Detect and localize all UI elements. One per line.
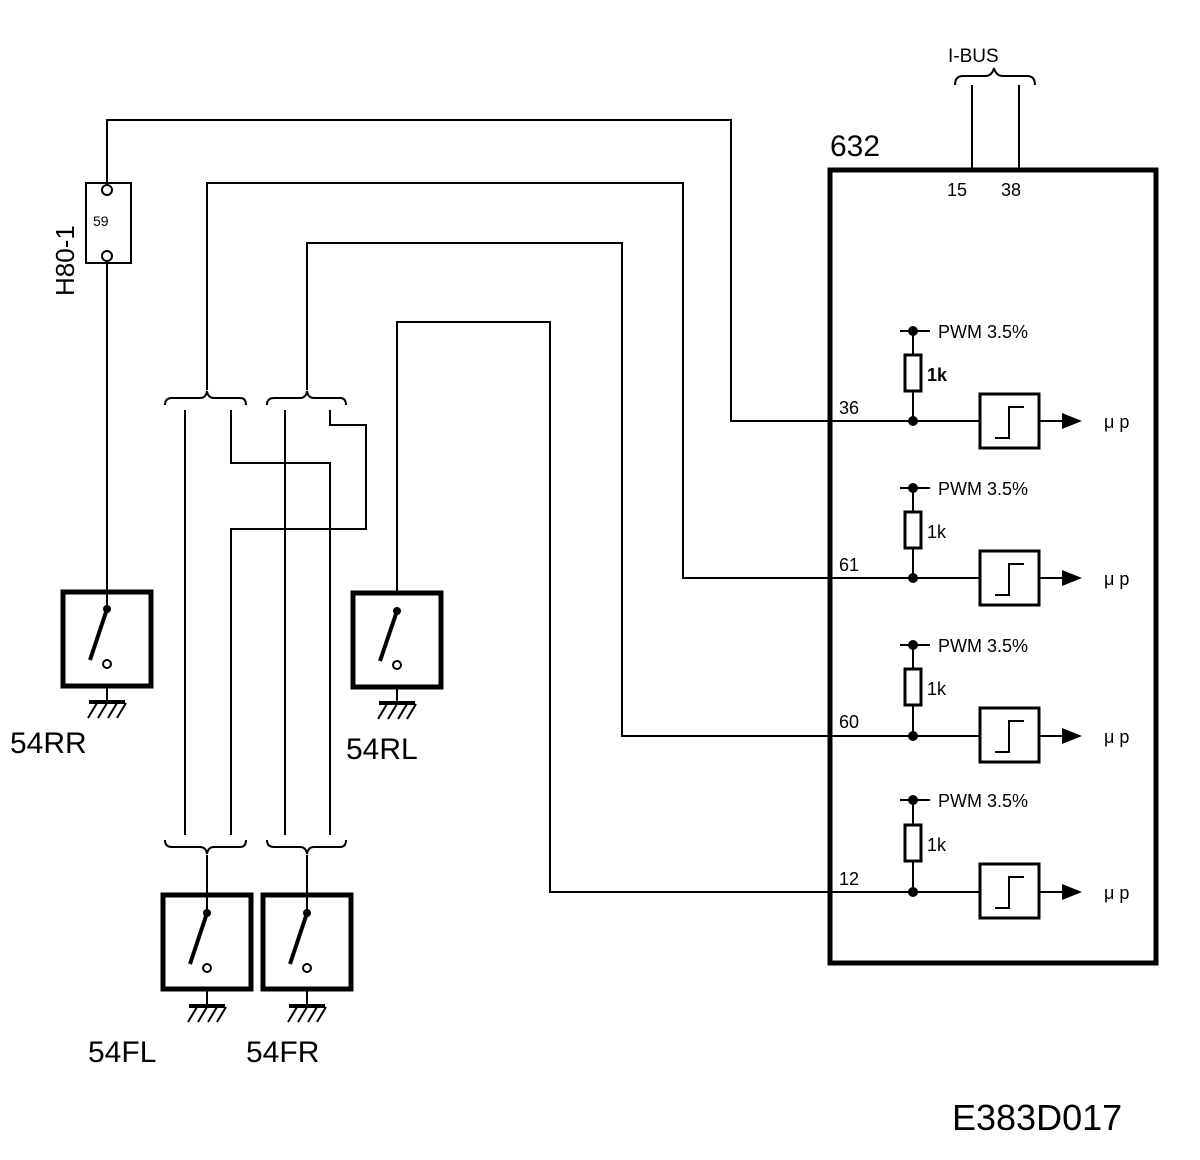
schmitt-trigger-icon xyxy=(995,876,1024,909)
ground-icon xyxy=(187,989,227,1023)
switch-contact xyxy=(188,912,209,965)
channel-12: PWM 3.5% 1k 12 μ p xyxy=(830,791,1129,920)
harness-line xyxy=(230,410,331,835)
resistor xyxy=(903,510,923,550)
resistor-label: 1k xyxy=(927,679,947,699)
upper-brace-right xyxy=(266,390,347,406)
connector-body xyxy=(85,182,132,264)
pwm-label: PWM 3.5% xyxy=(938,791,1028,811)
arrow-icon xyxy=(1062,728,1082,744)
connector-terminal xyxy=(101,184,113,196)
output-label: μ p xyxy=(1104,412,1129,432)
switch-contact xyxy=(288,912,309,965)
switch-54rr: 54RR xyxy=(10,589,154,760)
ibus-group: I-BUS xyxy=(948,46,1036,170)
resistor-label: 1k xyxy=(927,365,948,385)
resistor xyxy=(903,667,923,707)
ground-icon xyxy=(377,687,417,720)
wire-pin-61 xyxy=(206,182,830,579)
connector-terminal xyxy=(101,250,113,262)
ground-icon xyxy=(287,989,327,1023)
module-632: 632 15 38 PWM 3.5% 1k 36 μ p PWM 3.5% xyxy=(827,130,1159,966)
module-id: 632 xyxy=(830,130,880,163)
ibus-pin-38: 38 xyxy=(1001,180,1021,200)
wire-pin-12 xyxy=(396,321,830,893)
resistor xyxy=(903,823,923,863)
wire-pin-36 xyxy=(106,119,830,422)
pwm-label: PWM 3.5% xyxy=(938,322,1028,342)
lower-brace-right xyxy=(266,839,347,855)
switch-label: 54FL xyxy=(88,1036,156,1069)
lower-brace-left xyxy=(164,839,247,855)
arrow-icon xyxy=(1062,884,1082,900)
switch-label: 54FR xyxy=(246,1036,319,1069)
channel-61: PWM 3.5% 1k 61 μ p xyxy=(830,479,1129,607)
switch-54rl: 54RL xyxy=(346,590,444,766)
resistor-label: 1k xyxy=(927,522,947,542)
pin-label: 61 xyxy=(839,555,859,575)
pwm-label: PWM 3.5% xyxy=(938,636,1028,656)
channel-60: PWM 3.5% 1k 60 μ p xyxy=(830,636,1129,764)
output-label: μ p xyxy=(1104,727,1129,747)
arrow-icon xyxy=(1062,413,1082,429)
switch-terminal xyxy=(392,660,402,670)
switch-label: 54RL xyxy=(346,733,418,766)
ibus-pin-15: 15 xyxy=(947,180,967,200)
ibus-brace xyxy=(954,67,1036,86)
connector-pin: 59 xyxy=(93,213,109,229)
connector-id: H80-1 xyxy=(50,225,80,296)
wire-pin-60 xyxy=(306,242,830,737)
pin-label: 12 xyxy=(839,869,859,889)
output-label: μ p xyxy=(1104,569,1129,589)
figure-code: E383D017 xyxy=(952,1097,1122,1138)
switch-terminal xyxy=(102,659,112,669)
switch-54fr: 54FR xyxy=(246,892,354,1069)
arrow-icon xyxy=(1062,570,1082,586)
connector-h80-1: 59 H80-1 xyxy=(50,182,132,296)
output-label: μ p xyxy=(1104,883,1129,903)
module-box xyxy=(827,167,1159,966)
pin-label: 60 xyxy=(839,712,859,732)
upper-brace-left xyxy=(164,390,247,406)
ibus-label: I-BUS xyxy=(948,46,999,67)
schmitt-trigger-icon xyxy=(995,406,1024,439)
switch-contact xyxy=(88,608,109,661)
harness-line xyxy=(230,410,367,835)
schmitt-trigger-icon xyxy=(995,563,1024,596)
harness-wires xyxy=(106,119,830,912)
pwm-label: PWM 3.5% xyxy=(938,479,1028,499)
schmitt-trigger-icon xyxy=(995,720,1024,753)
ground-icon xyxy=(87,686,127,719)
switch-54fl: 54FL xyxy=(88,892,254,1069)
switch-contact xyxy=(378,610,399,662)
switch-label: 54RR xyxy=(10,727,87,760)
pin-label: 36 xyxy=(839,398,859,418)
channel-36: PWM 3.5% 1k 36 μ p xyxy=(830,322,1129,450)
resistor-label: 1k xyxy=(927,835,947,855)
switch-terminal xyxy=(202,963,212,973)
resistor xyxy=(903,353,923,393)
switch-terminal xyxy=(302,963,312,973)
